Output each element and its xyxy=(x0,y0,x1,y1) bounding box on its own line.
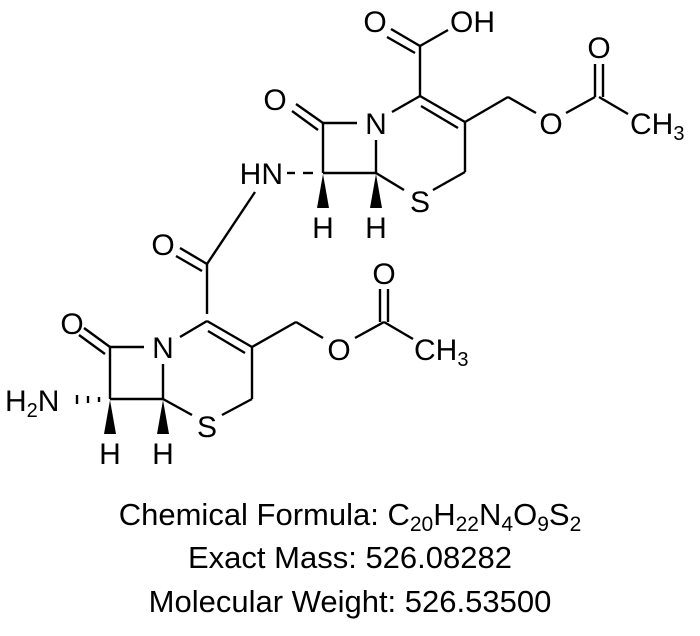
formula-element: S xyxy=(548,497,570,532)
exact-mass: Exact Mass: 526.08282 xyxy=(0,540,700,576)
upper-cephem-unit: O N S O OH HN H H O O CH3 xyxy=(240,6,685,245)
upper-h-alpha: H xyxy=(312,212,334,245)
molecular-weight-label: Molecular Weight: xyxy=(148,584,405,619)
formula-value: C20H22N4O9S2 xyxy=(387,497,581,535)
formula-count: 22 xyxy=(455,513,479,536)
lower-h-alpha: H xyxy=(99,438,121,471)
exact-mass-value: 526.08282 xyxy=(365,540,512,575)
formula-count: 2 xyxy=(569,513,582,536)
lower-amine-group: H2N xyxy=(5,385,59,422)
lower-ring-sulfur: S xyxy=(197,411,217,444)
upper-ester-carbonyl-oxygen: O xyxy=(587,32,610,65)
formula-count: 20 xyxy=(409,513,434,536)
molecular-weight-value: 526.53500 xyxy=(404,584,552,619)
formula-element: N xyxy=(478,497,502,532)
chemical-formula: Chemical Formula: C20H22N4O9S2 xyxy=(0,497,700,535)
formula-count: 9 xyxy=(537,513,549,536)
formula-label: Chemical Formula: xyxy=(118,497,388,532)
formula-element: O xyxy=(513,497,538,532)
lower-ring-nitrogen: N xyxy=(152,332,174,365)
upper-h-beta: H xyxy=(365,212,387,245)
lower-ester-oxygen: O xyxy=(327,334,350,367)
amide-link-bond xyxy=(206,191,256,265)
upper-amide-nh: HN xyxy=(240,158,283,191)
upper-acid-carbonyl-oxygen: O xyxy=(363,6,386,39)
upper-ring-sulfur: S xyxy=(410,186,430,219)
molecular-weight: Molecular Weight: 526.53500 xyxy=(0,584,700,620)
formula-element: C xyxy=(387,497,410,532)
lower-amide-oxygen: O xyxy=(151,229,174,262)
chemical-structure: O N S O OH HN H H O O CH3 xyxy=(5,6,685,471)
lower-methyl: CH3 xyxy=(414,334,468,371)
formula-count: 4 xyxy=(501,513,514,536)
exact-mass-label: Exact Mass: xyxy=(188,540,366,575)
upper-methyl: CH3 xyxy=(630,108,684,145)
upper-ester-oxygen: O xyxy=(539,108,562,141)
lower-ester-carbonyl-oxygen: O xyxy=(372,258,395,291)
formula-element: H xyxy=(433,497,456,532)
lower-h-beta: H xyxy=(152,438,174,471)
lower-cephem-unit: O O N S H2N H H O O CH3 xyxy=(5,229,468,471)
upper-lactam-oxygen: O xyxy=(263,84,286,117)
upper-acid-hydroxyl: OH xyxy=(450,6,495,39)
lower-lactam-oxygen: O xyxy=(60,308,83,341)
upper-ring-nitrogen: N xyxy=(365,108,387,141)
